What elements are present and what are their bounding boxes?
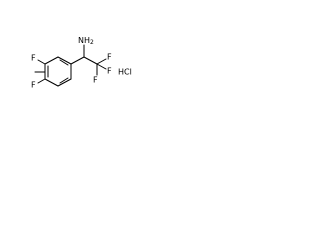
amine-nh-text: NH [78,36,90,45]
ring-bond [44,78,59,87]
fluorine-bottom-right-label: F [93,76,98,85]
ring-bond [44,56,59,65]
ring-to-fluorine-top-bond [37,59,46,65]
ring-bond [57,56,72,65]
ring-to-chiral-bond [70,56,85,65]
ring-to-fluorine-bottom-bond [37,78,46,84]
fluorine-right-label: F [107,67,112,76]
ring-bond [57,78,72,87]
fluorine-ring-top-label: F [31,54,36,63]
cf3-bond-top [96,58,107,65]
ring-double-bond [59,77,69,84]
hcl-salt-label: HCl [118,68,132,77]
molecule-structure: NH2 F F F F F HCl [31,36,132,90]
ring-double-bond [59,59,69,66]
chiral-to-cf3-bond [83,56,98,65]
amine-subscript: 2 [90,39,94,46]
cf3-bond-right [96,63,107,70]
fluorine-top-right-label: F [107,53,112,62]
substituent-bonds [34,44,107,84]
benzene-ring [44,56,72,87]
fluorine-ring-bottom-label: F [31,81,36,90]
amine-label: NH2 [78,36,94,46]
